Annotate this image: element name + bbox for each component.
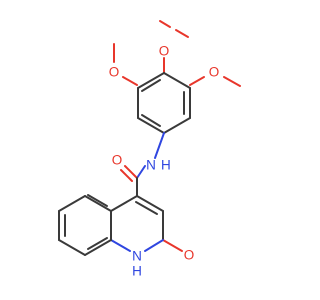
bond-c4a-c5-inner bbox=[87, 194, 108, 207]
bond-o-left-ring bbox=[122, 76, 138, 86]
atom-h-ring: H bbox=[132, 264, 142, 279]
bond-carbonyl-o-1 bbox=[124, 165, 138, 179]
bond-ring-top-left-inner bbox=[141, 79, 161, 92]
atom-o-methoxy-top: O bbox=[159, 44, 170, 59]
bond-c5-c6 bbox=[58, 195, 86, 212]
atom-o-methoxy-left: O bbox=[109, 65, 120, 80]
bond-c7-c8 bbox=[58, 239, 86, 256]
bond-c2-o-lactam bbox=[162, 239, 183, 252]
bond-ring-bottom-right bbox=[163, 117, 191, 134]
atom-n-amide: N bbox=[146, 158, 156, 173]
bond-methyl-o-top-2 bbox=[175, 29, 189, 38]
bond-ring-bottom-left bbox=[137, 117, 165, 134]
bond-ring-n-amide bbox=[154, 132, 165, 159]
bond-o-right-ring bbox=[189, 76, 205, 86]
atom-o-amide: O bbox=[112, 153, 123, 168]
bond-o-right-methyl bbox=[223, 76, 241, 87]
atom-o-lactam: O bbox=[184, 248, 195, 263]
bond-c4-c3 bbox=[136, 195, 164, 212]
atom-n-ring: N bbox=[132, 249, 142, 264]
bond-c4-c3-inner bbox=[135, 201, 158, 215]
bond-ring-top-left bbox=[137, 72, 165, 89]
bond-ring-top-right bbox=[163, 72, 191, 89]
bond-c4a-c4 bbox=[110, 195, 138, 212]
bond-n-amide-carbonyl bbox=[136, 165, 146, 179]
bond-c8-c8a-inner bbox=[87, 237, 108, 250]
bond-c2-n-ring bbox=[144, 239, 164, 252]
bond-ring-bottom-left-inner bbox=[141, 114, 161, 127]
bond-methyl-o-top-1 bbox=[159, 20, 171, 28]
bond-carbonyl-o-2 bbox=[120, 169, 133, 182]
atom-o-methoxy-right: O bbox=[209, 65, 220, 80]
molecule-structure: O O O O N H O N H bbox=[58, 20, 241, 279]
atom-h-amide: H bbox=[161, 158, 171, 173]
bond-n-ring-c8a bbox=[110, 239, 131, 252]
bond-c8-c8a bbox=[84, 239, 112, 256]
bond-c4a-c5 bbox=[84, 195, 112, 212]
